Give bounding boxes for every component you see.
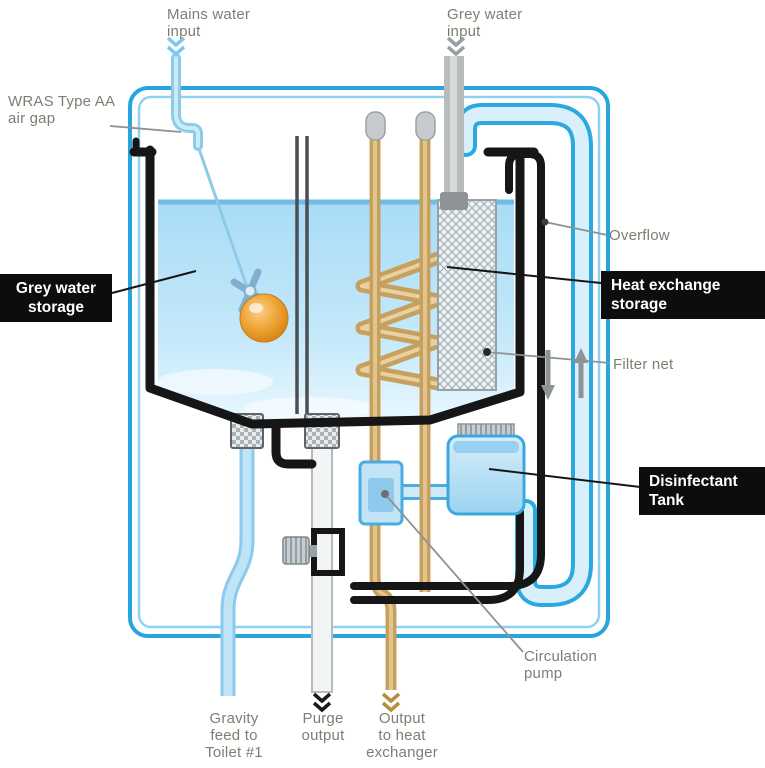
gravity-feed-label: Gravity feed to Toilet #1: [205, 710, 263, 761]
gravity-feed-pipe: [220, 446, 255, 696]
purge-flow-chevron-icon: [312, 692, 332, 713]
purge-valve: [282, 528, 345, 576]
leader-lines: [109, 125, 641, 653]
wras-air-gap-label: WRAS Type AA air gap: [8, 93, 116, 127]
disinfectant-tank-body: [446, 423, 526, 516]
disinfectant-tank-callout: Disinfectant Tank: [639, 467, 765, 515]
filter-net-label: Filter net: [613, 356, 674, 373]
filter-net: [437, 199, 497, 391]
grey-water-input-label: Grey water input: [447, 6, 523, 40]
heat-output-label: Output to heat exchanger: [366, 710, 438, 761]
mains-water-input-label: Mains water input: [167, 6, 251, 40]
float-valve: [230, 268, 289, 343]
heat-output-flow-chevron-icon: [381, 692, 401, 713]
overflow-label: Overflow: [609, 227, 670, 244]
float-ball: [239, 293, 289, 343]
level-sensor-pipe: [295, 136, 309, 414]
heat-exchange-storage-callout: Heat exchange storage: [601, 271, 765, 319]
circulation-pump-label: Circulation pump: [524, 648, 598, 682]
circulation-pump-body: [358, 460, 404, 526]
bottom-return-pipe: [350, 508, 524, 604]
grey-water-storage-callout: Grey water storage: [0, 274, 112, 322]
drain-elbow-pipe: [271, 423, 317, 469]
overflow-pipe: [350, 150, 545, 590]
heat-exchanger-pipe-right: [415, 111, 436, 592]
purge-output-label: Purge output: [301, 710, 345, 744]
float-feed-line: [196, 145, 250, 291]
mains-flow-chevron-icon: [166, 36, 186, 57]
arrow-down-icon: [541, 350, 555, 400]
grey-input-flow-chevron-icon: [446, 36, 466, 57]
mains-water-pipe: [171, 53, 203, 151]
grey-water-input-pipe: [440, 56, 468, 210]
heat-exchanger-pipe-left: [365, 111, 397, 690]
heat-exchange-coil: [355, 251, 445, 391]
